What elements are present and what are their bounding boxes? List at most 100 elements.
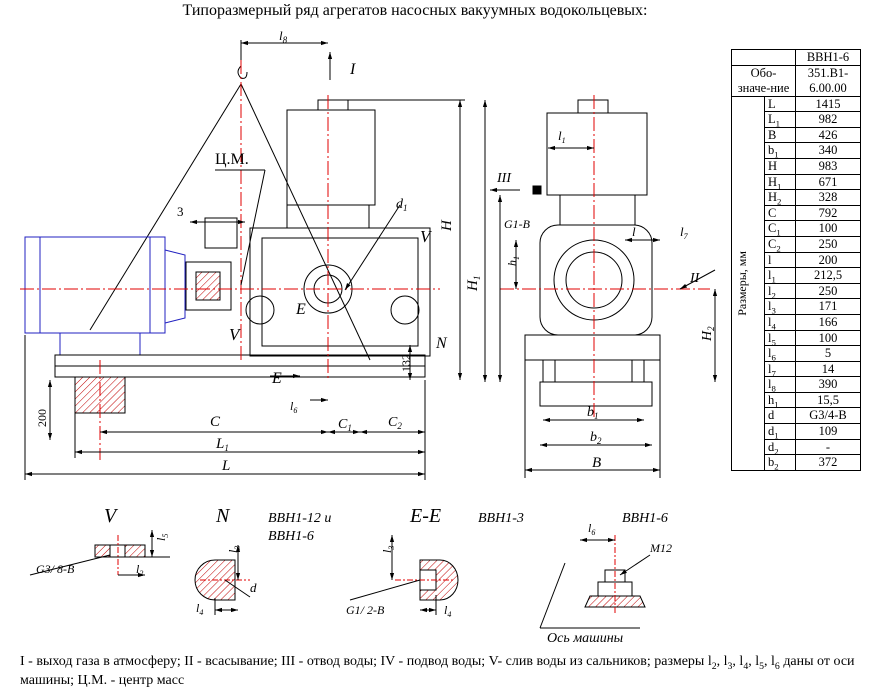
drawing-labels: I l8 Ц.М. 3 d1 V V H E E N 132 200 l6 C …: [35, 28, 716, 646]
param-name: C: [764, 204, 796, 222]
separator-side: [546, 112, 648, 196]
param-name: L1: [764, 111, 796, 128]
center-lines: [20, 60, 440, 460]
electric-motor: [24, 236, 186, 356]
param-name: l8: [764, 376, 796, 393]
front-dimensions: [24, 40, 465, 480]
label-b1: b1: [587, 405, 599, 421]
param-name: B: [764, 126, 796, 144]
label-II: II: [689, 271, 701, 286]
label-l1: l1: [558, 128, 566, 145]
label-200: 200: [35, 409, 49, 427]
label-C: C: [210, 414, 221, 430]
param-value: 166: [795, 313, 861, 331]
label-E-top: E: [295, 301, 306, 318]
label-H2: H2: [700, 326, 716, 342]
param-value: 200: [795, 251, 861, 269]
param-value: 109: [795, 423, 861, 440]
detail-v-l5: l5: [154, 534, 170, 541]
foot-right: [631, 359, 645, 383]
detail-n-model-1: ВВН1-12 и: [268, 511, 331, 526]
label-B: B: [592, 455, 601, 471]
param-value: 212,5: [795, 267, 861, 284]
designation-value: 351.В1-6.00.00: [795, 64, 861, 97]
label-N: N: [435, 335, 448, 352]
param-value: 340: [795, 142, 861, 159]
param-value: 250: [795, 235, 861, 253]
detail-6-m12: M12: [649, 541, 672, 555]
param-name: l5: [764, 329, 796, 346]
legend-caption: I - выход газа в атмосферу; II - всасыва…: [20, 654, 855, 688]
param-value: 250: [795, 282, 861, 300]
detail-bvn1-6: [539, 535, 651, 629]
param-name: d: [764, 407, 796, 425]
dimensions-table: ВВН1-6 Обо-значе-ние 351.В1-6.00.00 Разм…: [731, 49, 861, 471]
param-value: 671: [795, 173, 861, 191]
foundation: [539, 381, 653, 407]
detail-6-axis: Ось машины: [547, 631, 623, 646]
param-name: C2: [764, 235, 796, 253]
param-value: 792: [795, 204, 861, 222]
param-name: H2: [764, 189, 796, 206]
label-d1: d1: [396, 197, 408, 213]
detail-v-title: V: [104, 505, 119, 527]
detail-n-l3: l3: [226, 546, 242, 553]
param-name: l7: [764, 360, 796, 378]
label-l6: l6: [290, 399, 297, 415]
detail-n: [194, 545, 251, 615]
param-value: 982: [795, 111, 861, 128]
label-E-bottom: E: [271, 370, 282, 387]
param-value: 983: [795, 157, 861, 175]
label-l: l: [632, 224, 636, 239]
param-value: 1415: [795, 95, 861, 113]
label-L: L: [221, 458, 230, 474]
foot-left: [542, 359, 556, 383]
coupling: [185, 217, 238, 311]
param-name: H: [764, 157, 796, 175]
param-name: b1: [764, 142, 796, 159]
label-h1: h1: [505, 256, 521, 266]
table-designation-row: Обо-значе-ние 351.В1-6.00.00: [731, 64, 861, 97]
table-model: ВВН1-6: [795, 49, 861, 66]
param-name: l3: [764, 298, 796, 315]
table-row: d2-: [732, 438, 861, 456]
label-V-top: V: [420, 227, 433, 246]
detail-6-l6: l6: [588, 521, 595, 537]
water-outlet: [532, 185, 542, 195]
param-value: 5: [795, 345, 861, 362]
base-frame: [54, 354, 426, 414]
label-L1: L1: [215, 436, 229, 453]
group-label: Размеры, мм: [735, 250, 749, 316]
label-III: III: [496, 171, 512, 186]
param-value: -: [795, 438, 861, 456]
detail-n-d: d: [250, 580, 257, 595]
label-132: 132: [399, 354, 413, 372]
housing-top: [559, 194, 636, 226]
group-label-cell: Размеры, мм: [731, 95, 765, 471]
detail-ee-title: E-E: [409, 505, 441, 527]
label-l7: l7: [680, 224, 689, 241]
label-3: 3: [177, 204, 184, 219]
param-value: G3/4-B: [795, 407, 861, 425]
param-value: 100: [795, 329, 861, 347]
detail-n-model-2: ВВН1-6: [268, 529, 314, 544]
designation-label: Обо-значе-ние: [731, 64, 796, 97]
side-dimensions: [482, 100, 718, 478]
table-header-row: ВВН1-6: [731, 49, 861, 66]
label-center-mass: Ц.М.: [215, 151, 249, 168]
param-name: C1: [764, 220, 796, 237]
param-value: 372: [795, 454, 861, 471]
detail-6-model: ВВН1-6: [622, 511, 668, 526]
outlet-nozzle: [577, 99, 609, 114]
label-outlet-I: I: [349, 61, 356, 78]
